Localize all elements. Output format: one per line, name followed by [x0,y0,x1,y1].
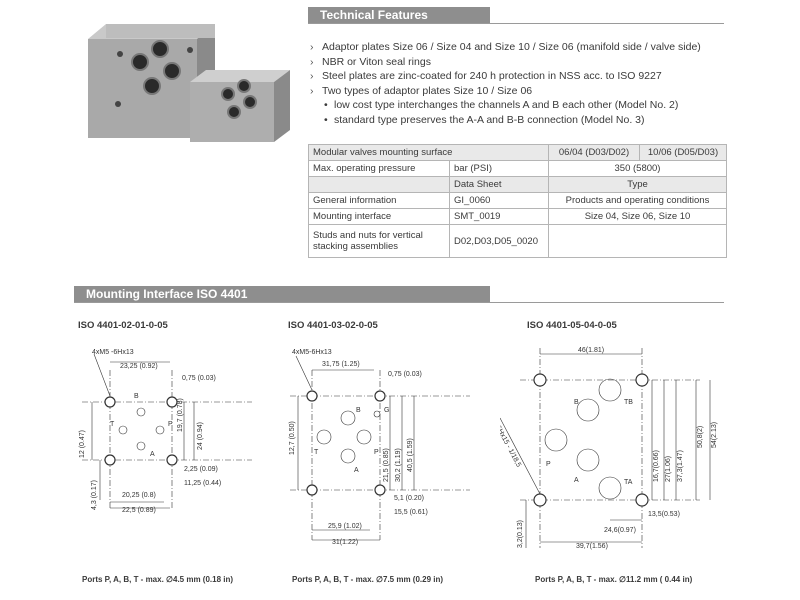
dim-label: 40,5 (1.59) [407,438,414,472]
thread-label: 4xM6 -6Hx15 - 1/18,5 [500,406,522,469]
dim-label: 37,3(1.47) [677,450,684,482]
thread-label: 4xM5 -6Hx13 [92,349,134,356]
port-letter: A [574,477,579,484]
ports-note: Ports P, A, B, T - max. ∅11.2 mm ( 0.44 … [535,575,693,584]
table-row: General information GI_0060 Products and… [308,192,727,209]
technical-features-heading: Technical Features [308,7,490,24]
dim-label: 50,8(2) [697,426,704,448]
dim-label: 13,5(0.53) [648,511,680,518]
feature-item: ›Steel plates are zinc-coated for 240 h … [310,70,662,82]
dim-label: 20,25 (0.8) [122,492,156,499]
feature-sub-item: •low cost type interchanges the channels… [324,99,679,111]
feature-item: ›Two types of adaptor plates Size 10 / S… [310,84,701,128]
dim-label: 39,7(1.56) [576,543,608,550]
dim-label: 16,7(0.66) [653,450,660,482]
port-letter: B [574,399,579,406]
table-subheader-row: Data Sheet Type [308,176,727,193]
port-letter: P [374,449,379,456]
dim-label: 12,7 (0.50) [289,421,296,455]
drawing-title: ISO 4401-03-02-0-05 [288,320,378,331]
drawing-title: ISO 4401-02-01-0-05 [78,320,168,331]
ports-note: Ports P, A, B, T - max. ∅7.5 mm (0.29 in… [292,575,444,584]
table-row: Studs and nuts for vertical stacking ass… [308,224,727,258]
dim-label: 2,25 (0.09) [184,466,218,473]
table-row: Max. operating pressure bar (PSI) 350 (5… [308,160,727,177]
port-letter: A [354,467,359,474]
dim-label: 22,5 (0.89) [122,507,156,514]
table-row: Mounting interface SMT_0019 Size 04, Siz… [308,208,727,225]
dim-label: 31(1.22) [332,539,358,546]
dim-label: 25,9 (1.02) [328,523,362,530]
port-letter: P [546,461,551,468]
dim-label: 46(1.81) [578,347,604,354]
ports-note: Ports P, A, B, T - max. ∅4.5 mm (0.18 in… [82,575,234,584]
dim-label: 54(2.13) [711,422,718,448]
dim-label: 0,75 (0.03) [182,375,216,382]
port-letter: TB [624,399,633,406]
dim-label: 23,25 (0.92) [120,363,158,370]
technical-features-rule [308,23,724,24]
port-letter: T [110,421,115,428]
dim-label: 5,1 (0.20) [394,495,424,502]
dim-label: 27(1.06) [665,456,672,482]
dim-label: 12 (0.47) [79,430,86,458]
port-letter: T [314,449,319,456]
port-letter: A [150,451,155,458]
dim-label: 15,5 (0.61) [394,509,428,516]
dim-label: 4,3 (0.17) [91,480,98,510]
dim-label: 21,5 (0.85) [383,448,390,482]
mounting-interface-rule [74,302,724,303]
dim-label: 0,75 (0.03) [388,371,422,378]
dim-label: 24,6(0.97) [604,527,636,534]
adaptor-plates-photo [88,24,290,142]
feature-sub-item: •standard type preserves the A-A and B-B… [324,113,645,126]
features-list: ›Adaptor plates Size 06 / Size 04 and Si… [310,40,701,127]
dim-label: 11,25 (0.44) [184,480,221,487]
mounting-drawing-size-03: 4xM5-6Hx13 31,75 (1.25) 0,75 (0.03) 12,7… [289,349,470,546]
spec-table: Modular valves mounting surface 06/04 (D… [308,144,727,258]
dim-label: 19,7 (0.78) [177,398,184,432]
dim-label: 31,75 (1.25) [322,361,360,368]
dim-label: 24 (0.94) [197,422,204,450]
mounting-drawing-size-02: 4xM5 -6Hx13 23,25 (0.92) 0,75 (0.03) 19,… [79,349,252,514]
feature-item: ›NBR or Viton seal rings [310,55,431,68]
dim-label: 3,2(0.13) [517,520,524,548]
drawing-title: ISO 4401-05-04-0-05 [527,320,617,331]
feature-item: ›Adaptor plates Size 06 / Size 04 and Si… [310,41,701,53]
mounting-interface-heading: Mounting Interface ISO 4401 [74,286,490,303]
dim-label: 30,2 (1.19) [395,448,402,482]
port-letter: TA [624,479,633,486]
port-letter: G [384,407,389,414]
thread-label: 4xM5-6Hx13 [292,349,332,356]
port-letter: B [134,393,139,400]
table-header-row: Modular valves mounting surface 06/04 (D… [308,144,727,161]
port-letter: B [356,407,361,414]
port-letter: P [168,421,173,428]
mounting-drawing-size-05: 46(1.81) 16,7(0.66) 27(1.06) 37,3(1.47) … [500,347,718,550]
